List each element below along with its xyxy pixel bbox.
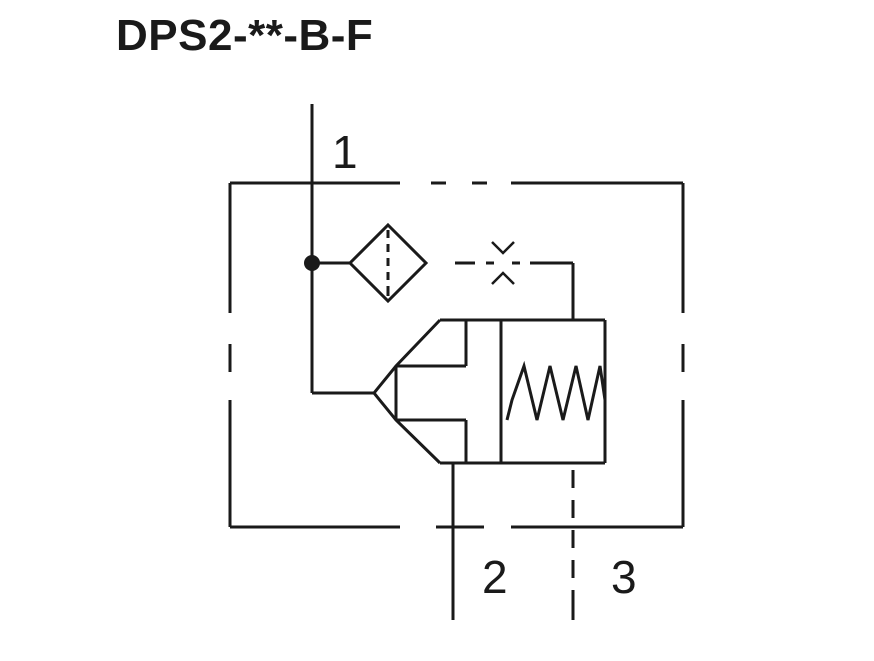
valve-body xyxy=(372,318,607,465)
port-label-3: 3 xyxy=(611,551,637,603)
housing-outline xyxy=(228,181,685,529)
orifice-icon xyxy=(491,241,515,285)
filter-symbol xyxy=(347,222,429,304)
port-1-line xyxy=(310,104,374,395)
port-label-2: 2 xyxy=(482,551,508,603)
diagram-title: DPS2-**-B-F xyxy=(116,11,374,60)
pilot-line xyxy=(455,261,575,320)
port-label-1: 1 xyxy=(332,126,358,178)
spring-icon xyxy=(505,360,607,421)
